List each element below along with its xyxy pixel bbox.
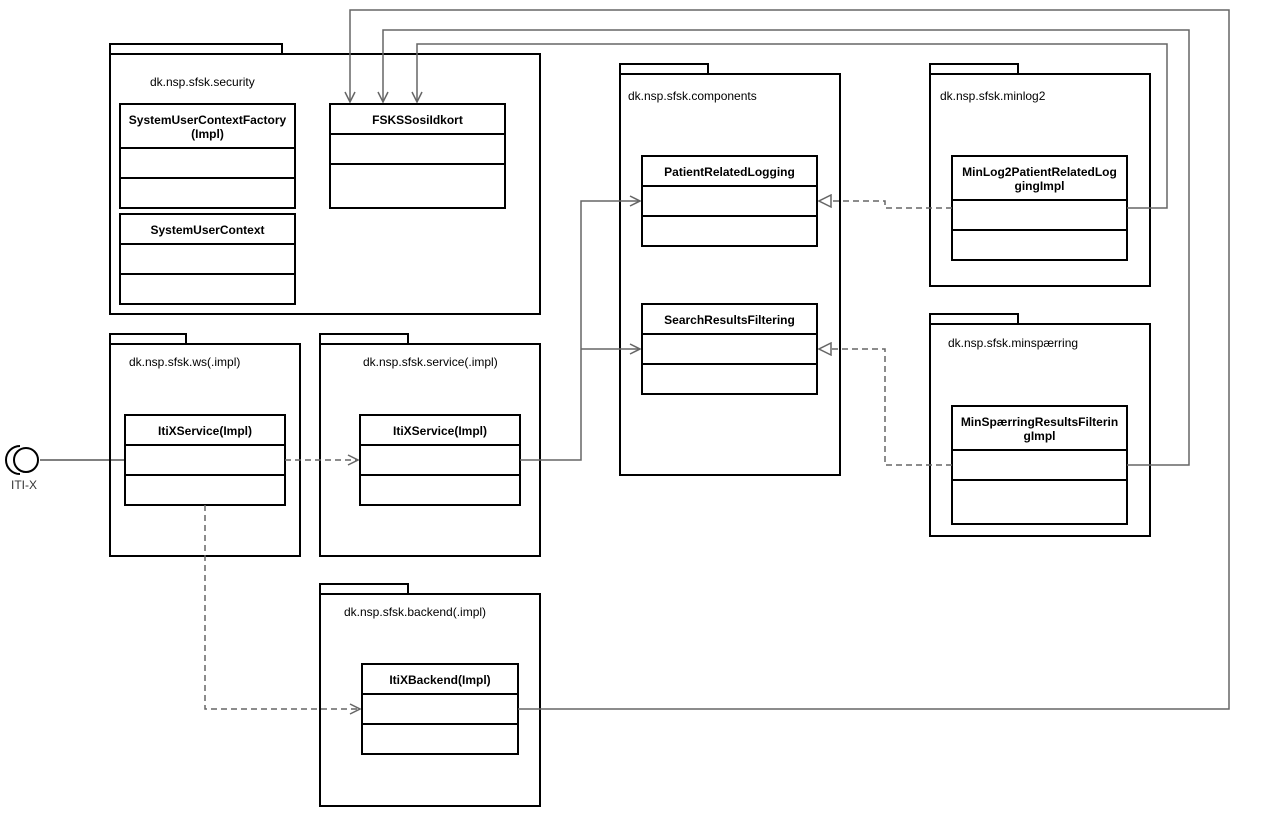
class-box [359,414,521,506]
class-title-line: gImpl [1024,429,1056,443]
class-title: ItiXService(Impl) [393,424,487,438]
package-label: dk.nsp.sfsk.minspærring [948,336,1078,350]
realization-minsperring [819,349,952,466]
class-title-line: MinLog2PatientRelatedLog [962,165,1117,179]
dependency-ws-to-backend [204,505,360,709]
package-label: dk.nsp.sfsk.components [628,89,757,103]
package-tab [929,63,1019,75]
interface-iti-x: ITI-X [5,445,125,492]
interface-label: ITI-X [11,478,37,492]
package-tab [619,63,709,75]
class-fsks-sosi-idkort: FSKSSosiIdkort [329,103,506,209]
provided-interface-lollipop [13,447,39,473]
package-components: dk.nsp.sfsk.components [619,63,841,476]
package-tab [319,333,409,345]
package-label: dk.nsp.sfsk.security [150,75,255,89]
class-itix-backend: ItiXBackend(Impl) [361,663,519,755]
class-title: FSKSSosiIdkort [372,113,463,127]
class-box [951,155,1128,261]
class-title: ItiXBackend(Impl) [389,673,490,687]
class-box [329,103,506,209]
class-title: SearchResultsFiltering [664,313,795,327]
class-box [119,103,296,209]
class-ws-itix-service: ItiXService(Impl) [124,414,286,506]
class-patient-related-logging: PatientRelatedLogging [641,155,818,247]
class-box [951,405,1128,525]
dependency-backend-to-idkort [350,9,1230,710]
package-backend: dk.nsp.sfsk.backend(.impl) [319,583,541,807]
realization-minlog2 [819,201,952,209]
class-search-results-filtering: SearchResultsFiltering [641,303,818,395]
class-title: ItiXService(Impl) [158,424,252,438]
package-label: dk.nsp.sfsk.service(.impl) [363,355,498,369]
class-system-user-context: SystemUserContext [119,213,296,305]
class-box [119,213,296,305]
class-minlog2-impl: MinLog2PatientRelatedLog gingImpl [951,155,1128,261]
package-body [619,73,841,476]
class-title-line: SystemUserContextFactory [129,113,287,127]
class-title-line: (Impl) [191,127,224,141]
package-tab [319,583,409,595]
package-label: dk.nsp.sfsk.ws(.impl) [129,355,240,369]
package-tab [109,43,283,55]
package-tab [109,333,187,345]
class-box [641,155,818,247]
class-title-line: MinSpærringResultsFilterin [961,415,1118,429]
class-minsperring-impl: MinSpærringResultsFilterin gImpl [951,405,1128,525]
class-box [361,663,519,755]
class-title-line: gingImpl [1015,179,1065,193]
class-service-itix-service: ItiXService(Impl) [359,414,521,506]
class-system-user-context-factory: SystemUserContextFactory (Impl) [119,103,296,209]
class-box [641,303,818,395]
required-interface-socket [5,445,21,475]
dependency-minsperring-to-idkort [383,29,1190,466]
association-service-to-logging [520,201,640,461]
package-tab [929,313,1019,325]
class-title: SystemUserContext [150,223,264,237]
dependency-minlog2-to-idkort [417,43,1168,209]
package-label: dk.nsp.sfsk.minlog2 [940,89,1046,103]
class-title: PatientRelatedLogging [664,165,795,179]
package-label: dk.nsp.sfsk.backend(.impl) [344,605,486,619]
